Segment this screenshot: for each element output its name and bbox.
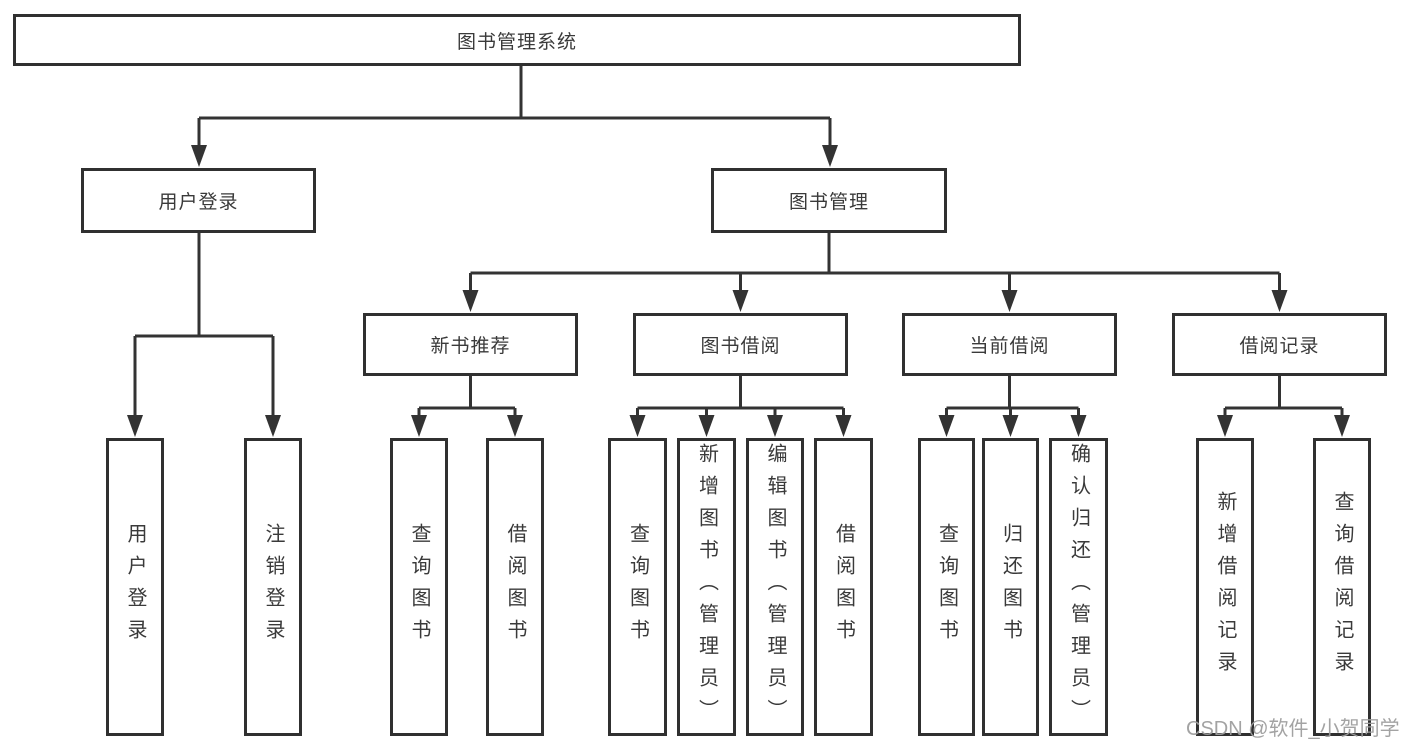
arrowhead (1001, 290, 1018, 312)
arrowhead (191, 145, 207, 167)
node-leaf-query-books-1: 查询图书 (390, 438, 448, 736)
node-new-book-recommend: 新书推荐 (363, 313, 578, 376)
node-book-management: 图书管理 (711, 168, 947, 233)
node-leaf-confirm-return-admin: 确认归还（管理员） (1049, 438, 1108, 736)
node-leaf-return-books: 归还图书 (982, 438, 1039, 736)
node-leaf-borrow-books-1: 借阅图书 (486, 438, 544, 736)
node-leaf-borrow-books-2: 借阅图书 (814, 438, 873, 736)
node-leaf-edit-books-admin: 编辑图书（管理员） (746, 438, 804, 736)
node-leaf-query-borrow-record: 查询借阅记录 (1313, 438, 1371, 736)
arrowhead (835, 415, 852, 437)
arrowheads (127, 145, 1350, 437)
arrowhead (698, 415, 715, 437)
node-system-root: 图书管理系统 (13, 14, 1021, 66)
arrowhead (938, 415, 955, 437)
node-user-login: 用户登录 (81, 168, 316, 233)
node-current-borrowing: 当前借阅 (902, 313, 1117, 376)
node-leaf-add-books-admin: 新增图书（管理员） (677, 438, 736, 736)
node-borrowing-records: 借阅记录 (1172, 313, 1387, 376)
arrowhead (1002, 415, 1019, 437)
tree-edges (133, 66, 1344, 416)
arrowhead (1334, 415, 1350, 437)
watermark: CSDN @软件_小贺同学 (1186, 718, 1400, 740)
arrowhead (1271, 290, 1288, 312)
node-leaf-logout: 注销登录 (244, 438, 302, 736)
arrowhead (732, 290, 749, 312)
node-leaf-query-books-3: 查询图书 (918, 438, 975, 736)
arrowhead (507, 415, 523, 437)
arrowhead (462, 290, 479, 312)
arrowhead (629, 415, 646, 437)
arrowhead (767, 415, 783, 437)
arrowhead (265, 415, 281, 437)
arrowhead (127, 415, 143, 437)
node-book-borrowing: 图书借阅 (633, 313, 848, 376)
arrowhead (822, 145, 838, 167)
node-leaf-user-login: 用户登录 (106, 438, 164, 736)
node-leaf-add-borrow-record: 新增借阅记录 (1196, 438, 1254, 736)
node-leaf-query-books-2: 查询图书 (608, 438, 667, 736)
arrowhead (1217, 415, 1233, 437)
arrowhead (411, 415, 427, 437)
arrowhead (1070, 415, 1087, 437)
